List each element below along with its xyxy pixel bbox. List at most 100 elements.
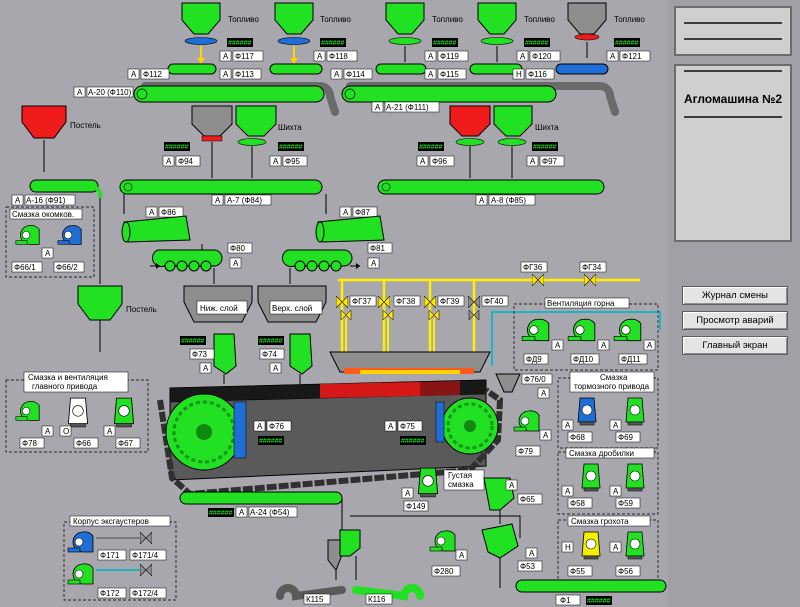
mode-a[interactable]: А xyxy=(647,341,653,350)
mode-a[interactable]: А xyxy=(223,52,229,61)
charge-bunker-f95[interactable] xyxy=(235,105,277,178)
bed-bunker-bottom[interactable] xyxy=(77,285,123,352)
pump-f69-icon[interactable] xyxy=(625,397,645,426)
mode-a[interactable]: А xyxy=(15,196,21,205)
conveyor-a16[interactable] xyxy=(29,179,103,199)
bin-lower-layer[interactable]: Ниж. слой xyxy=(183,285,253,323)
feeder-conveyor-f116[interactable] xyxy=(555,63,609,75)
feeder-conveyor-f114[interactable] xyxy=(375,63,427,75)
mode-a[interactable]: А xyxy=(317,52,323,61)
mode-a[interactable]: А xyxy=(239,508,245,517)
feeder-conveyor-f112[interactable] xyxy=(167,63,217,75)
mode-h[interactable]: Н xyxy=(516,70,522,79)
conveyor-a8[interactable] xyxy=(377,179,605,195)
conveyor-a7[interactable] xyxy=(119,179,323,195)
mode-a[interactable]: А xyxy=(613,487,619,496)
roller-feeder-f81[interactable] xyxy=(281,249,360,272)
mode-o[interactable]: О xyxy=(63,427,69,436)
mode-a[interactable]: А xyxy=(613,421,619,430)
pump-f66-icon[interactable] xyxy=(67,397,89,428)
valve-f172-4-icon[interactable] xyxy=(140,564,152,576)
pump-f149-icon[interactable] xyxy=(417,467,439,498)
fuel-bunker-f119[interactable] xyxy=(385,2,425,62)
exhauster-f171-icon[interactable] xyxy=(67,531,94,553)
mode-a[interactable]: А xyxy=(375,103,381,112)
mode-a[interactable]: А xyxy=(343,208,349,217)
fan-f79-icon[interactable] xyxy=(513,410,540,432)
pump-f78-icon[interactable] xyxy=(15,401,40,421)
pelletizer-drum-f86[interactable] xyxy=(121,215,191,243)
fan-fd10-icon[interactable] xyxy=(567,318,596,342)
fan-fd11-icon[interactable] xyxy=(613,318,642,342)
mode-h[interactable]: Н xyxy=(565,543,571,552)
fan-f280-icon[interactable] xyxy=(429,530,456,552)
valve-fg36-icon[interactable] xyxy=(532,274,544,286)
hopper-f76-0[interactable] xyxy=(495,373,521,393)
mode-a[interactable]: А xyxy=(428,52,434,61)
pump-f67-icon[interactable] xyxy=(113,397,135,428)
drum-feeder-f73[interactable] xyxy=(213,333,237,384)
mode-a[interactable]: А xyxy=(77,88,83,97)
mode-a[interactable]: А xyxy=(149,208,155,217)
pump-f55-icon[interactable] xyxy=(581,531,601,560)
charge-bunker-f97[interactable] xyxy=(493,105,533,178)
fuel-bunker-f120[interactable] xyxy=(477,2,517,62)
mode-a[interactable]: А xyxy=(613,543,619,552)
conveyor-a20[interactable] xyxy=(133,82,339,116)
conveyor-k115[interactable] xyxy=(276,584,346,601)
mode-a[interactable]: А xyxy=(405,489,411,498)
sinter-machine[interactable] xyxy=(157,379,504,498)
mode-a[interactable]: А xyxy=(107,427,113,436)
charge-bunker-f96[interactable] xyxy=(449,105,491,178)
mode-a[interactable]: А xyxy=(45,427,51,436)
alarm-view-button[interactable]: Просмотр аварий xyxy=(682,311,788,330)
valve-fg34-icon[interactable] xyxy=(584,274,596,286)
mode-a[interactable]: А xyxy=(565,421,571,430)
mode-a[interactable]: А xyxy=(555,341,561,350)
pump-f66-1-icon[interactable] xyxy=(15,225,40,245)
mode-a[interactable]: А xyxy=(420,157,426,166)
mode-a[interactable]: А xyxy=(520,52,526,61)
mode-a[interactable]: А xyxy=(215,196,221,205)
mode-a[interactable]: А xyxy=(543,431,549,440)
mode-a[interactable]: А xyxy=(459,551,465,560)
ignition-furnace[interactable] xyxy=(329,351,491,374)
mode-a[interactable]: А xyxy=(479,196,485,205)
pump-f66-2-icon[interactable] xyxy=(57,225,82,245)
mode-a[interactable]: А xyxy=(166,157,172,166)
mode-a[interactable]: А xyxy=(233,259,239,268)
mode-a[interactable]: А xyxy=(529,549,535,558)
shift-log-button[interactable]: Журнал смены xyxy=(682,286,788,305)
pump-f59-icon[interactable] xyxy=(625,463,645,492)
mode-a[interactable]: А xyxy=(223,70,229,79)
pump-f68-icon[interactable] xyxy=(577,397,597,426)
conveyor-f1[interactable] xyxy=(515,579,667,593)
bin-upper-layer[interactable]: Верх. слой xyxy=(257,285,327,323)
pelletizer-drum-f87[interactable] xyxy=(315,215,385,243)
main-screen-button[interactable]: Главный экран xyxy=(682,336,788,355)
fan-fd9-icon[interactable] xyxy=(521,318,550,342)
mode-a[interactable]: А xyxy=(334,70,340,79)
drum-feeder-f74[interactable] xyxy=(289,333,313,384)
mode-a[interactable]: А xyxy=(541,389,547,398)
charge-bunker-f94[interactable] xyxy=(191,105,233,178)
valve-f171-4-icon[interactable] xyxy=(140,532,152,544)
mode-a[interactable]: А xyxy=(45,249,51,258)
conveyor-k116[interactable] xyxy=(352,584,424,601)
fuel-bunker-f118[interactable] xyxy=(274,2,314,64)
mode-a[interactable]: А xyxy=(565,487,571,496)
conveyor-a24[interactable] xyxy=(179,491,343,505)
mode-a[interactable]: А xyxy=(428,70,434,79)
flow-distributor[interactable] xyxy=(327,529,361,580)
mode-a[interactable]: А xyxy=(371,259,377,268)
mode-a[interactable]: А xyxy=(203,364,209,373)
bed-bunker-top[interactable] xyxy=(21,105,67,172)
pump-f56-icon[interactable] xyxy=(625,531,645,560)
fuel-bunker-f121[interactable] xyxy=(567,2,607,58)
mode-a[interactable]: А xyxy=(610,52,616,61)
mode-a[interactable]: А xyxy=(273,157,279,166)
mode-a[interactable]: А xyxy=(509,481,515,490)
exhauster-f172-icon[interactable] xyxy=(67,563,94,585)
mode-a[interactable]: А xyxy=(601,341,607,350)
fuel-bunker-f117[interactable] xyxy=(181,2,221,64)
